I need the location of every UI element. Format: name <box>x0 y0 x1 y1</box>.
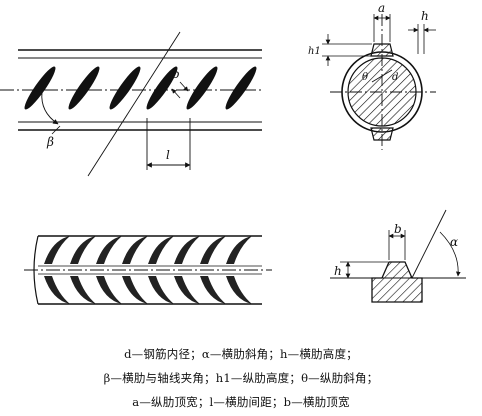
lower-crescent-ribs <box>44 276 252 304</box>
label-d: d <box>392 72 398 83</box>
rebar-perspective-view <box>24 235 272 305</box>
rib-profile-section <box>330 209 466 303</box>
transverse-ribs <box>24 66 257 110</box>
legend-line-1: d—钢筋内径；α—横肋斜角；h—横肋高度； <box>124 347 358 361</box>
label-a: a <box>378 1 385 15</box>
label-l: l <box>166 148 170 162</box>
label-beta: β <box>46 135 54 149</box>
label-theta: θ <box>362 72 368 83</box>
label-alpha: α <box>450 235 458 249</box>
label-b-bottom: b <box>394 222 402 236</box>
label-h-bottom: h <box>334 264 342 278</box>
label-h1: h1 <box>308 46 321 57</box>
upper-crescent-ribs <box>44 236 252 264</box>
rebar-cross-section <box>322 14 436 150</box>
label-h: h <box>421 9 429 23</box>
rebar-diagram: b β l a h h1 θ d <box>0 1 466 305</box>
legend-line-2: β—横肋与轴线夹角；h1—纵肋高度；θ—纵肋斜角； <box>103 371 379 385</box>
legend-line-3: a—纵肋顶宽；l—横肋间距；b—横肋顶宽 <box>132 395 350 409</box>
label-b-top: b <box>172 67 180 81</box>
rebar-side-view <box>0 31 262 177</box>
